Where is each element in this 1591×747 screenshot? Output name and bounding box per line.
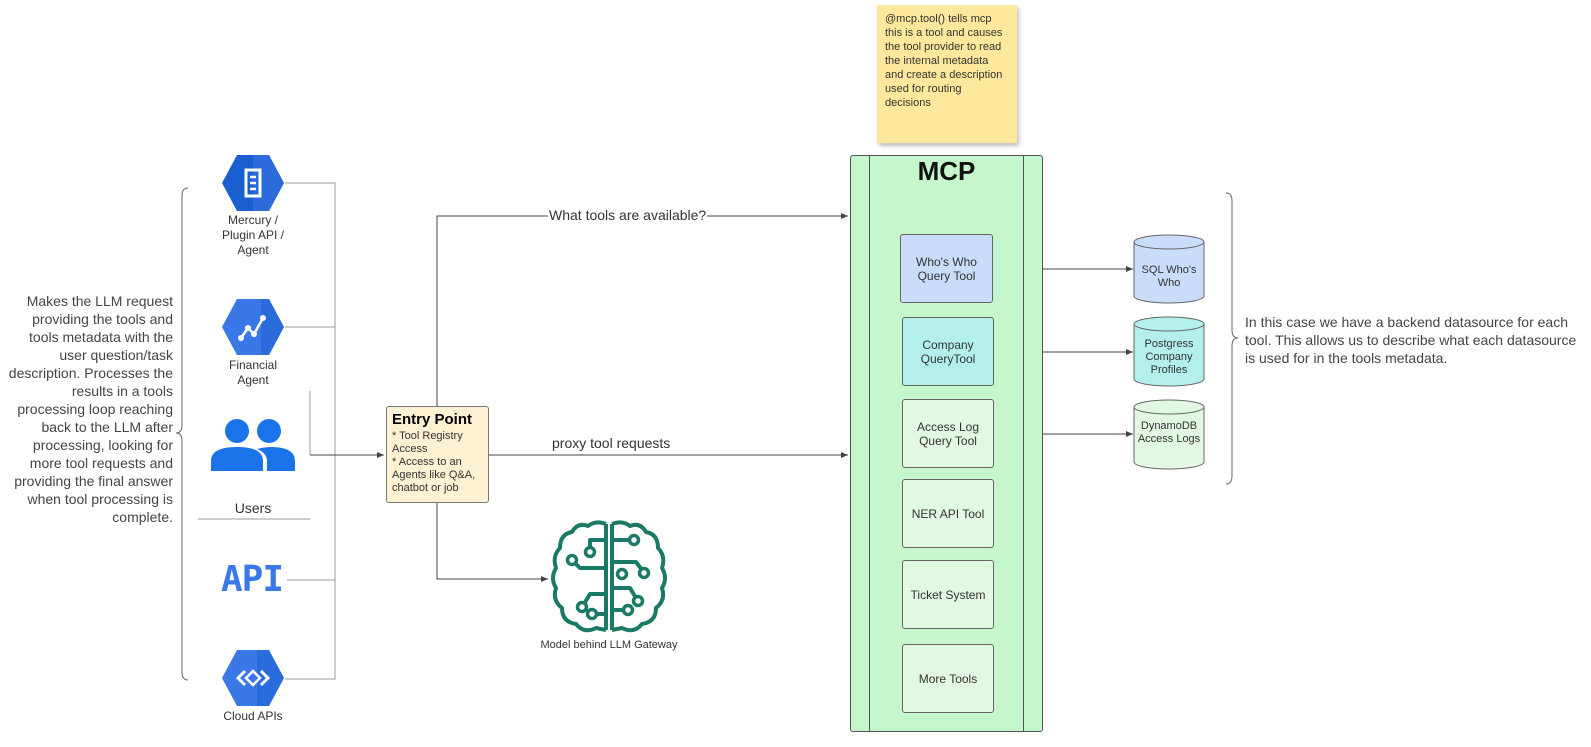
mercury-label: Mercury / Plugin API / Agent — [221, 213, 285, 257]
right-description: In this case we have a backend datasourc… — [1245, 314, 1577, 366]
left-description: Makes the LLM request providing the tool… — [8, 293, 173, 525]
tool-ticket-system[interactable]: Ticket System — [902, 560, 994, 629]
datasource-company-cylinder — [1133, 316, 1205, 387]
datasource-access-logs-cylinder — [1133, 399, 1205, 470]
mercury-connector — [285, 182, 336, 455]
cloud-apis-label: Cloud APIs — [223, 709, 283, 723]
mcp-right-divider — [1023, 155, 1024, 732]
edge-gateway — [436, 503, 548, 582]
edge-label-what-tools: What tools are available? — [548, 207, 708, 223]
users-label: Users — [234, 500, 272, 516]
edge-label-proxy: proxy tool requests — [551, 435, 672, 451]
left-brace — [175, 187, 189, 681]
tool-whos-who[interactable]: Who's Who Query Tool — [900, 234, 993, 303]
right-brace — [1225, 192, 1239, 485]
mercury-hex-icon — [222, 155, 284, 211]
datasource-whos-who-label: SQL Who's Who — [1141, 264, 1197, 289]
financial-agent-hex-icon — [222, 299, 284, 355]
entry-point-line-1: * Tool Registry Access — [392, 430, 463, 455]
entry-point-line-2: * Access to an Agents like Q&A, chatbot … — [392, 456, 476, 494]
datasource-access-logs-label: DynamoDB Access Logs — [1137, 420, 1201, 445]
tool-ner-api[interactable]: NER API Tool — [902, 479, 994, 548]
mcp-title: MCP — [917, 156, 976, 186]
cloud-apis-hex-icon — [222, 650, 284, 706]
financial-agent-label: Financial Agent — [228, 358, 278, 387]
brain-circuit-icon — [551, 520, 667, 633]
gateway-label: Model behind LLM Gateway — [540, 639, 678, 651]
tool-access-log[interactable]: Access Log Query Tool — [902, 399, 994, 468]
tool-company[interactable]: Company QueryTool — [902, 317, 994, 386]
tool-more-tools[interactable]: More Tools — [902, 644, 994, 713]
cloud-connector — [285, 455, 336, 680]
sticky-note: @mcp.tool() tells mcp this is a tool and… — [877, 5, 1017, 143]
datasource-company-label: Postgress Company Profiles — [1144, 338, 1194, 376]
entry-point-box[interactable]: Entry Point * Tool Registry Access * Acc… — [386, 406, 489, 503]
edge-what-tools — [436, 213, 848, 406]
entry-point-title: Entry Point — [392, 411, 473, 428]
users-icon — [211, 419, 295, 471]
mcp-left-divider — [869, 155, 870, 732]
api-text-icon: API — [221, 559, 284, 600]
datasource-whos-who-cylinder — [1133, 234, 1205, 304]
